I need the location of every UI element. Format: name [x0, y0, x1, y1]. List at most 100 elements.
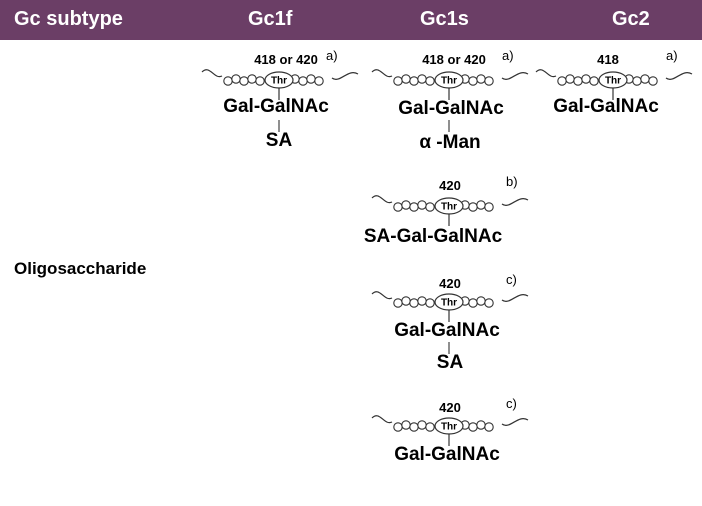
amino-acid-bead	[484, 422, 494, 432]
amino-acid-bead	[468, 422, 478, 432]
amino-acid-bead	[409, 422, 419, 432]
amino-acid-bead	[393, 422, 403, 432]
site-label: 420	[439, 178, 461, 193]
amino-acid-bead	[417, 200, 427, 210]
amino-acid-bead	[393, 202, 403, 212]
amino-acid-bead	[417, 420, 427, 430]
amino-acid-bead	[468, 76, 478, 86]
footnote-label: b)	[506, 174, 518, 189]
amino-acid-bead	[573, 76, 583, 86]
header-bar: Gc subtype Gc1f Gc1s Gc2	[0, 0, 702, 40]
glycan-structure-gc2: Thr 418 a) Gal-GalNAc	[534, 48, 702, 160]
header-gc-subtype: Gc subtype	[14, 8, 123, 30]
site-label: 420	[439, 276, 461, 291]
glycan-structure-gc1s-c1: Thr 420 c) Gal-GalNAc SA	[370, 272, 540, 382]
chain-tail-right	[665, 72, 693, 80]
sugar-chain-label: Gal-GalNAc	[398, 98, 504, 119]
site-label: 418	[597, 52, 619, 67]
amino-acid-bead	[484, 298, 494, 308]
chain-tail-left	[371, 415, 393, 424]
amino-acid-bead	[298, 76, 308, 86]
threonine-label: Thr	[605, 76, 621, 87]
amino-acid-bead	[581, 74, 591, 84]
amino-acid-bead	[476, 74, 486, 84]
amino-acid-bead	[247, 74, 257, 84]
amino-acid-bead	[632, 76, 642, 86]
peptide-chain-icon: Thr	[535, 69, 693, 100]
footnote-label: c)	[506, 272, 517, 287]
site-label: 420	[439, 400, 461, 415]
threonine-label: Thr	[441, 76, 457, 87]
chain-tail-left	[371, 291, 393, 300]
amino-acid-bead	[565, 74, 575, 84]
sugar-branch-label: SA	[436, 352, 464, 373]
chain-tail-right	[331, 72, 359, 80]
threonine-label: Thr	[271, 76, 287, 87]
amino-acid-bead	[409, 202, 419, 212]
chain-tail-left	[201, 69, 223, 78]
threonine-label: Thr	[441, 202, 457, 213]
glycan-structure-gc1s-b: Thr 420 b) SA-Gal-GalNAc	[364, 174, 540, 286]
glycan-structure-gc1f: Thr 418 or 420 a) Gal-GalNAc SA	[200, 48, 370, 160]
peptide-chain-icon: Thr	[371, 195, 529, 226]
footnote-label: a)	[326, 48, 338, 63]
amino-acid-bead	[589, 76, 599, 86]
sugar-chain-label: SA-Gal-GalNAc	[363, 226, 503, 247]
sugar-chain-label: Gal-GalNAc	[394, 444, 500, 465]
glycan-structure-gc1s-a: Thr 418 or 420 a) Gal-GalNAc α -Man	[370, 48, 540, 160]
sugar-branch-label: SA	[265, 130, 293, 151]
amino-acid-bead	[484, 76, 494, 86]
amino-acid-bead	[401, 420, 411, 430]
amino-acid-bead	[425, 202, 435, 212]
sugar-chain-label: Gal-GalNAc	[553, 96, 659, 117]
amino-acid-bead	[476, 296, 486, 306]
amino-acid-bead	[425, 76, 435, 86]
amino-acid-bead	[314, 76, 324, 86]
amino-acid-bead	[476, 420, 486, 430]
site-label: 418 or 420	[254, 52, 318, 67]
amino-acid-bead	[409, 298, 419, 308]
amino-acid-bead	[231, 74, 241, 84]
row-label-oligosaccharide: Oligosaccharide	[14, 259, 147, 278]
amino-acid-bead	[484, 202, 494, 212]
chain-tail-right	[501, 198, 529, 206]
amino-acid-bead	[393, 76, 403, 86]
amino-acid-bead	[417, 74, 427, 84]
amino-acid-bead	[401, 296, 411, 306]
site-label: 418 or 420	[422, 52, 486, 67]
amino-acid-bead	[223, 76, 233, 86]
amino-acid-bead	[468, 202, 478, 212]
amino-acid-bead	[409, 76, 419, 86]
amino-acid-bead	[306, 74, 316, 84]
amino-acid-bead	[425, 298, 435, 308]
sugar-chain-label: Gal-GalNAc	[223, 96, 329, 117]
header-gc1s: Gc1s	[420, 8, 469, 30]
footnote-label: a)	[666, 48, 678, 63]
header-gc1f: Gc1f	[248, 8, 293, 30]
amino-acid-bead	[476, 200, 486, 210]
peptide-chain-icon: Thr	[371, 291, 529, 354]
amino-acid-bead	[401, 74, 411, 84]
chain-tail-right	[501, 418, 529, 426]
threonine-label: Thr	[441, 422, 457, 433]
amino-acid-bead	[255, 76, 265, 86]
chain-tail-left	[535, 69, 557, 78]
sugar-chain-label: Gal-GalNAc	[394, 320, 500, 341]
amino-acid-bead	[393, 298, 403, 308]
chain-tail-right	[501, 72, 529, 80]
amino-acid-bead	[425, 422, 435, 432]
amino-acid-bead	[468, 298, 478, 308]
sugar-branch-label: α -Man	[419, 132, 481, 153]
header-gc2: Gc2	[612, 8, 650, 30]
chain-tail-left	[371, 195, 393, 204]
amino-acid-bead	[417, 296, 427, 306]
chain-tail-left	[371, 69, 393, 78]
peptide-chain-icon: Thr	[201, 69, 359, 132]
chain-tail-right	[501, 294, 529, 302]
threonine-label: Thr	[441, 298, 457, 309]
footnote-label: c)	[506, 396, 517, 411]
glycan-structure-gc1s-c2: Thr 420 c) Gal-GalNAc	[370, 396, 540, 506]
amino-acid-bead	[401, 200, 411, 210]
peptide-chain-icon: Thr	[371, 415, 529, 446]
amino-acid-bead	[557, 76, 567, 86]
